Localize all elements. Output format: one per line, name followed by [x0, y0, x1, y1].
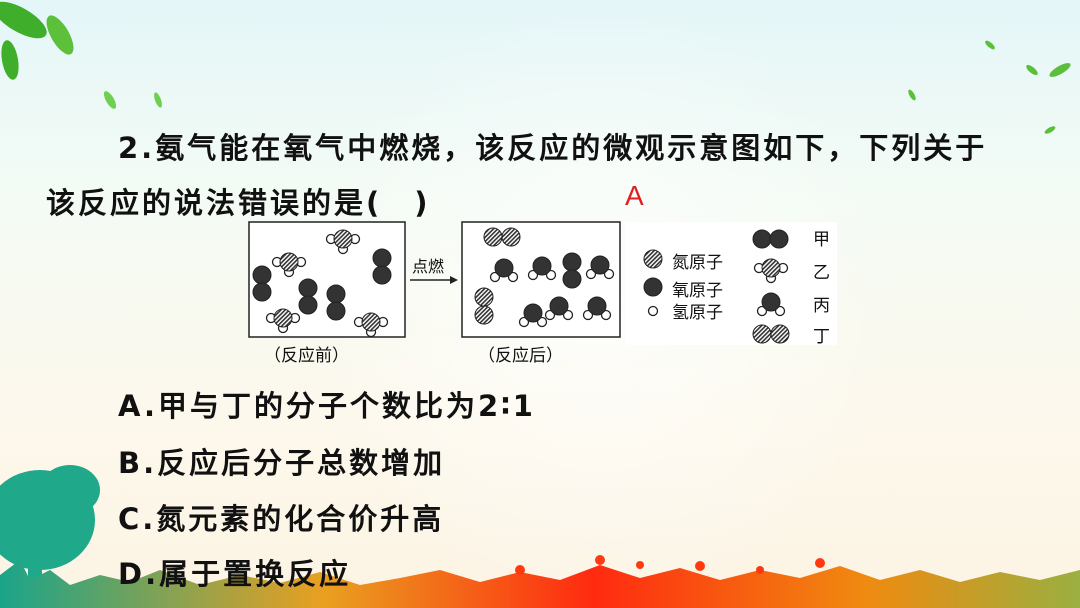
- option-b: B.反应后分子总数增加: [118, 446, 446, 480]
- legend-ding-label: 丁: [813, 327, 830, 347]
- nitrogen-atom: [643, 249, 663, 269]
- oxygen-atom: [298, 295, 318, 315]
- flowers: [515, 555, 825, 575]
- oxygen-atom: [587, 296, 607, 316]
- arrow-label: 点燃: [412, 257, 444, 276]
- hydrogen-atom: [489, 271, 501, 283]
- nitrogen-atom: [752, 324, 772, 344]
- hydrogen-atom: [544, 309, 556, 321]
- oxygen-atom: [298, 278, 318, 298]
- grass-silhouette: [0, 560, 1080, 608]
- oxygen-atom: [532, 256, 552, 276]
- nitrogen-atom: [333, 229, 353, 249]
- nitrogen-atom: [474, 287, 494, 307]
- oxygen-atom: [326, 301, 346, 321]
- legend-bing-label: 丙: [813, 296, 830, 316]
- hydrogen-atom: [527, 269, 539, 281]
- oxygen-atom: [752, 229, 772, 249]
- oxygen-atom: [372, 248, 392, 268]
- hydrogen-atom: [582, 309, 594, 321]
- hydrogen-atom: [518, 316, 530, 328]
- after-caption: （反应后）: [478, 346, 563, 366]
- oxygen-atom: [494, 258, 514, 278]
- oxygen-atom: [590, 255, 610, 275]
- hydrogen-atom: [600, 309, 612, 321]
- oxygen-atom: [643, 277, 663, 297]
- oxygen-atom: [562, 269, 582, 289]
- nitrogen-atom: [761, 258, 781, 278]
- nitrogen-atom: [770, 324, 790, 344]
- question-line-2: 该反应的说法错误的是( ): [46, 186, 431, 220]
- option-d: D.属于置换反应: [118, 557, 352, 591]
- hydrogen-atom: [545, 269, 557, 281]
- option-a: A.甲与丁的分子个数比为2∶1: [118, 389, 536, 423]
- legend-yi-label: 乙: [813, 263, 830, 283]
- nitrogen-atom: [273, 308, 293, 328]
- oxygen-atom: [326, 284, 346, 304]
- legend-nitrogen-label: 氮原子: [672, 253, 723, 273]
- leaves-top-left: [0, 1, 162, 109]
- hydrogen-atom: [756, 305, 768, 317]
- hydrogen-atom: [774, 305, 786, 317]
- hydrogen-atom: [536, 316, 548, 328]
- hydrogen-atom: [603, 268, 615, 280]
- legend-jia-label: 甲: [813, 230, 830, 250]
- hydrogen-atom: [585, 268, 597, 280]
- question-line-1: 2.氨气能在氧气中燃烧，该反应的微观示意图如下，下列关于: [118, 131, 988, 165]
- nitrogen-atom: [474, 305, 494, 325]
- before-caption: （反应前）: [264, 346, 349, 366]
- hydrogen-atom: [562, 309, 574, 321]
- nitrogen-atom: [361, 312, 381, 332]
- legend-hydrogen-label: 氢原子: [672, 303, 723, 323]
- oxygen-atom: [252, 265, 272, 285]
- oxygen-atom: [549, 296, 569, 316]
- oxygen-atom: [562, 252, 582, 272]
- nitrogen-atom: [279, 252, 299, 272]
- oxygen-atom: [769, 229, 789, 249]
- nitrogen-atom: [501, 227, 521, 247]
- arrow-head: [450, 276, 458, 284]
- option-c: C.氮元素的化合价升高: [118, 502, 445, 536]
- nitrogen-atom: [483, 227, 503, 247]
- answer-mark: A: [625, 180, 644, 211]
- oxygen-atom: [761, 292, 781, 312]
- legend-oxygen-label: 氧原子: [672, 281, 723, 301]
- oxygen-atom: [523, 303, 543, 323]
- oxygen-atom: [372, 265, 392, 285]
- hydrogen-atom: [507, 271, 519, 283]
- hydrogen-atom: [647, 305, 659, 317]
- leaves-top-right: [908, 40, 1071, 134]
- oxygen-atom: [252, 282, 272, 302]
